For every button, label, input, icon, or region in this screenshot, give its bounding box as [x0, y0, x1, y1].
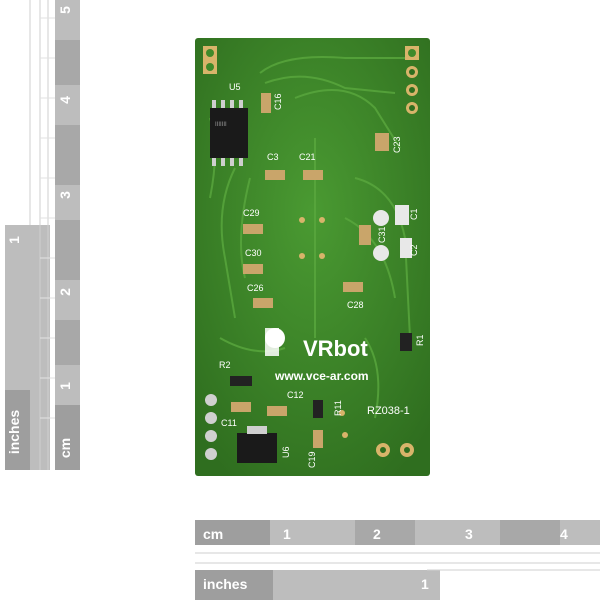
label-u5: U5 — [229, 82, 241, 92]
label-u6: U6 — [281, 446, 291, 458]
label-c23: C23 — [392, 136, 402, 153]
ruler-cm-2: 2 — [57, 288, 73, 296]
label-c19: C19 — [307, 451, 317, 468]
brand-name: VRbot — [303, 336, 368, 361]
svg-text:IIIIIII: IIIIIII — [215, 122, 227, 128]
vias — [299, 217, 348, 438]
label-c3: C3 — [267, 152, 279, 162]
label-c30: C30 — [245, 248, 262, 258]
label-c29: C29 — [243, 208, 260, 218]
ruler-cm-3: 3 — [57, 191, 73, 199]
ruler-h-cm-unit: cm — [203, 526, 223, 542]
ruler-h-inch-1: 1 — [421, 576, 429, 592]
vertical-ruler: 5 4 3 2 1 cm 1 inches — [0, 0, 80, 480]
label-c28: C28 — [347, 300, 364, 310]
pcb-substrate — [195, 38, 430, 476]
label-c11: C11 — [221, 418, 237, 428]
label-c26: C26 — [247, 283, 264, 293]
chip-u5: IIIIIII — [210, 100, 248, 166]
label-c1: C1 — [409, 208, 419, 220]
label-c2: C2 — [409, 244, 419, 256]
ruler-h-cm-4: 4 — [560, 526, 568, 542]
ruler-inch-1: 1 — [6, 236, 22, 244]
ruler-h-cm-3: 3 — [465, 526, 473, 542]
label-c31: C31 — [377, 226, 387, 243]
ruler-h-inch-unit: inches — [203, 576, 248, 592]
label-r2: R2 — [219, 360, 231, 370]
pcb-board: IIIIIII — [195, 38, 430, 476]
left-header-pins — [205, 394, 217, 460]
ruler-inch-unit: inches — [6, 410, 22, 455]
label-r1: R1 — [415, 334, 425, 346]
ruler-cm-unit: cm — [57, 438, 73, 458]
label-r11: R11 — [333, 400, 343, 416]
mounting-pads — [203, 46, 419, 74]
ruler-cm-4: 4 — [57, 96, 73, 104]
ruler-h-cm-2: 2 — [373, 526, 381, 542]
vrbot-logo-icon — [265, 328, 285, 356]
regulator-u6 — [237, 426, 277, 463]
brand-url: www.vce-ar.com — [274, 369, 369, 383]
label-c21: C21 — [299, 152, 316, 162]
smd-components — [230, 93, 412, 448]
label-c12: C12 — [287, 390, 304, 400]
bottom-right-pads — [376, 443, 414, 457]
label-c16: C16 — [273, 93, 283, 110]
model-number: RZ038-1 — [367, 405, 410, 417]
ruler-cm-5: 5 — [57, 6, 73, 14]
ruler-cm-1: 1 — [57, 382, 73, 390]
horizontal-ruler: cm 1 2 3 4 inches 1 — [195, 520, 600, 600]
ruler-h-cm-1: 1 — [283, 526, 291, 542]
right-header-pins — [406, 66, 418, 114]
